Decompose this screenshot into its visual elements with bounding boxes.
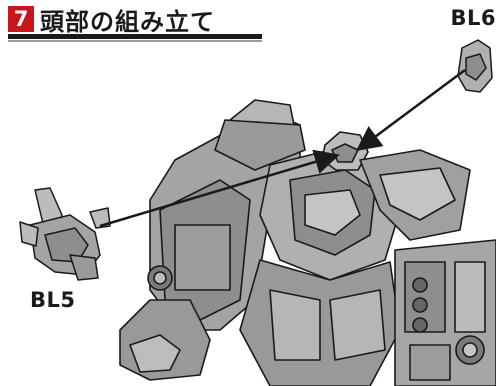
part-label-bl5: BL5 [30,288,76,312]
step-number-badge: 7 [8,6,34,32]
part-label-bl6: BL6 [450,6,496,30]
part-bl6-piece [457,39,493,93]
step-title: 頭部の組み立て [40,7,215,36]
part-bl5-piece [19,187,111,281]
arrow-bl6-to-head [355,68,466,151]
arrow-bl5-to-head [99,149,340,228]
step-title-underline-shadow [8,40,262,42]
step-header: 7 頭部の組み立て [8,4,215,36]
step-title-underline [8,34,262,39]
robot-figure [119,99,496,386]
